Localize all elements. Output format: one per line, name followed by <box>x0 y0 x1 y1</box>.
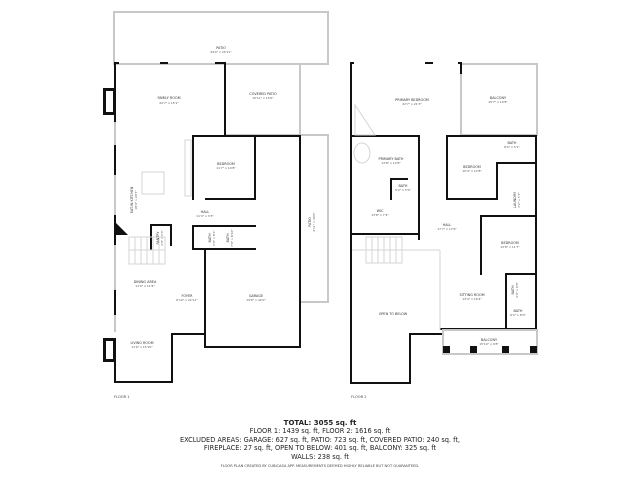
side-patio <box>300 134 329 303</box>
excluded-areas-cont: FIREPLACE: 27 sq. ft, OPEN TO BELOW: 401… <box>203 444 437 453</box>
room-label: PANTRY <box>156 231 160 245</box>
room-label: BATH <box>507 141 516 145</box>
room-dims: 5'2" x 5'0" <box>395 188 411 192</box>
room-dims: 11'4" x 3'3" <box>196 214 214 218</box>
room-label: BEDROOM <box>501 241 519 245</box>
area-summary: TOTAL: 3055 sq. ft FLOOR 1: 1439 sq. ft,… <box>0 419 640 461</box>
floor-1-label: FLOOR 1 <box>114 395 130 399</box>
patio-area <box>113 11 329 65</box>
room-label: PRIMARY BEDROOM <box>395 98 429 102</box>
room-dims: 22'7" x 21'3" <box>402 102 422 106</box>
room-label: SITTING ROOM <box>459 293 484 297</box>
room-label: LIVING ROOM <box>130 341 153 345</box>
floor-2-plan: PRIMARY BEDROOM 22'7" x 21'3" BALCONY 15… <box>350 62 538 399</box>
room-label: WIC <box>377 209 384 213</box>
room-label: PATIO <box>308 217 312 227</box>
room-label: BATH <box>511 285 515 294</box>
room-label: LAUNDRY <box>513 191 517 208</box>
floor-1-plan: PATIO 44'0" x 25'11" FAMILY ROOM 22'7" x… <box>103 11 329 399</box>
kitchen-island <box>141 171 165 195</box>
room-label: EAT-IN KITCHEN <box>130 186 134 213</box>
stairs <box>128 236 166 265</box>
room-label: PRIMARY BATH <box>379 157 404 161</box>
room-label: OPEN TO BELOW <box>379 312 408 316</box>
room-dims: 22'7" x 15'1" <box>159 101 179 105</box>
room-dims: 15'11" x 15'0" <box>252 96 274 100</box>
room-dims: 6'10" x 22'11" <box>176 298 198 302</box>
room-dims: 4'11" x 36'0" <box>312 212 316 232</box>
room-dims: 13'4" x 16'4" <box>462 297 482 301</box>
room-label: FAMILY ROOM <box>157 96 180 100</box>
disclaimer: FLOOR PLAN CREATED BY CUBICASA APP. MEAS… <box>220 464 420 468</box>
room-dims: 13'8" x 7'4" <box>371 213 389 217</box>
room-dims: 7'2" x 5'7" <box>517 192 521 208</box>
room-label: HALL <box>201 210 210 214</box>
room-label: GARAGE <box>249 294 263 298</box>
room-label: BEDROOM <box>217 162 235 166</box>
room-label: COVERED PATIO <box>249 92 277 96</box>
room-dims: 17'7" x 17'6" <box>437 227 457 231</box>
walls-area: WALLS: 238 sq. ft <box>291 452 349 461</box>
room-label: BATH <box>513 309 522 313</box>
stairs <box>365 236 403 264</box>
room-dims: 13'8" x 12'8" <box>381 161 401 165</box>
room-dims: 11'0" x 11'6" <box>135 284 155 288</box>
room-dims: 4'0" x 9'0" <box>515 282 519 298</box>
room-label: BATH <box>226 233 230 242</box>
room-label: BEDROOM <box>463 165 481 169</box>
room-dims: 18'0" x 20'7" <box>134 190 138 210</box>
balcony-lower <box>442 329 538 355</box>
room-label: FOYER <box>181 294 193 298</box>
room-dims: 10'4" x 12'8" <box>462 169 482 173</box>
room-label: DINING AREA <box>134 280 157 284</box>
total-area: TOTAL: 3055 sq. ft <box>283 419 357 427</box>
room-label: PATIO <box>216 46 226 50</box>
room-label: BATH <box>398 184 407 188</box>
room-dims: 6'2" x 8'0" <box>510 313 526 317</box>
room-dims: 8'0" x 5'1" <box>504 145 520 149</box>
room-label: BALCONY <box>490 96 507 100</box>
floor-2-label: FLOOR 2 <box>351 395 367 399</box>
room-dims: 19'8" x 42'0" <box>246 298 266 302</box>
excluded-areas: EXCLUDED AREAS: GARAGE: 627 sq. ft, PATI… <box>179 435 461 444</box>
room-dims: 15'10" x 4'8" <box>479 342 499 346</box>
room-dims: 11'6" x 15'10" <box>131 345 153 349</box>
room-label: HALL <box>443 223 452 227</box>
room-dims: 44'0" x 25'11" <box>210 50 232 54</box>
room-dims: 7'0" x 8'10" <box>230 229 234 247</box>
room-dims: 15'7" x 14'8" <box>488 100 508 104</box>
room-dims: 11'7" x 14'8" <box>216 166 236 170</box>
floor-areas: FLOOR 1: 1439 sq. ft, FLOOR 2: 1616 sq. … <box>249 427 391 436</box>
room-dims: 12'8" x 11'7" <box>500 245 520 249</box>
room-label: BALCONY <box>481 338 498 342</box>
room-dims: 5'0" x 8'1" <box>212 230 216 246</box>
room-label: BATH <box>208 233 212 242</box>
room-dims: 3'0" x 3'3" <box>160 230 164 246</box>
